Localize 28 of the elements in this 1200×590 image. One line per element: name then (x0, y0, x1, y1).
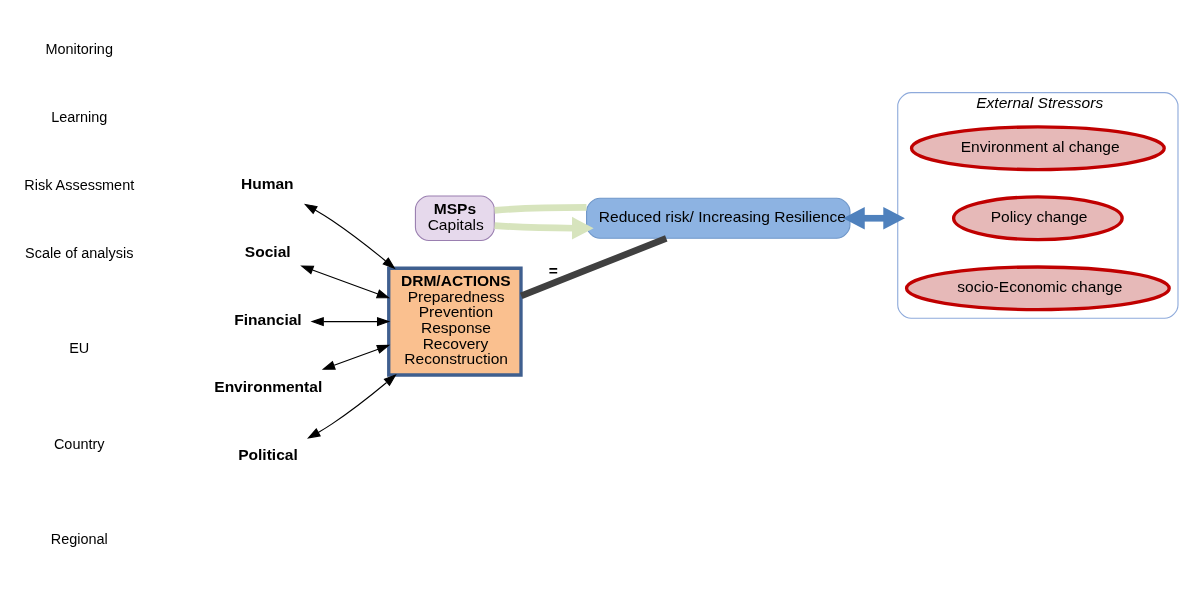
node-text: Political (238, 445, 298, 463)
arrow (321, 344, 391, 370)
node-text: Environmental (214, 377, 323, 395)
connector (494, 203, 587, 214)
arrow (310, 316, 391, 326)
node-ellipse: Policy change (951, 194, 1124, 241)
node-text: Human (240, 174, 294, 192)
label: Risk Assessment (24, 176, 135, 193)
label: Monitoring (45, 40, 113, 57)
connector (520, 234, 668, 299)
arrow (307, 373, 397, 439)
node-box: MSPs Capitals (414, 195, 495, 241)
node-text: Financial (234, 310, 302, 328)
arrow (303, 203, 396, 269)
label: Learning (51, 108, 108, 125)
node-box: DRM/ACTIONS Preparedness Prevention Response Recovery Reconstruction (387, 266, 523, 377)
node-box: Reduced risk/ Increasing Resilience (586, 197, 851, 239)
node-ellipse: socio-Economic change (904, 264, 1171, 311)
edge-label: = (548, 261, 558, 279)
node-ellipse: Environment al change (909, 124, 1166, 171)
arrow (494, 216, 594, 240)
label: Country (53, 435, 105, 452)
label: Scale of analysis (25, 244, 134, 261)
node-text: Social (244, 242, 291, 260)
label: EU (69, 339, 90, 356)
label: Regional (50, 530, 108, 547)
arrow (843, 206, 905, 230)
arrow (300, 265, 391, 298)
